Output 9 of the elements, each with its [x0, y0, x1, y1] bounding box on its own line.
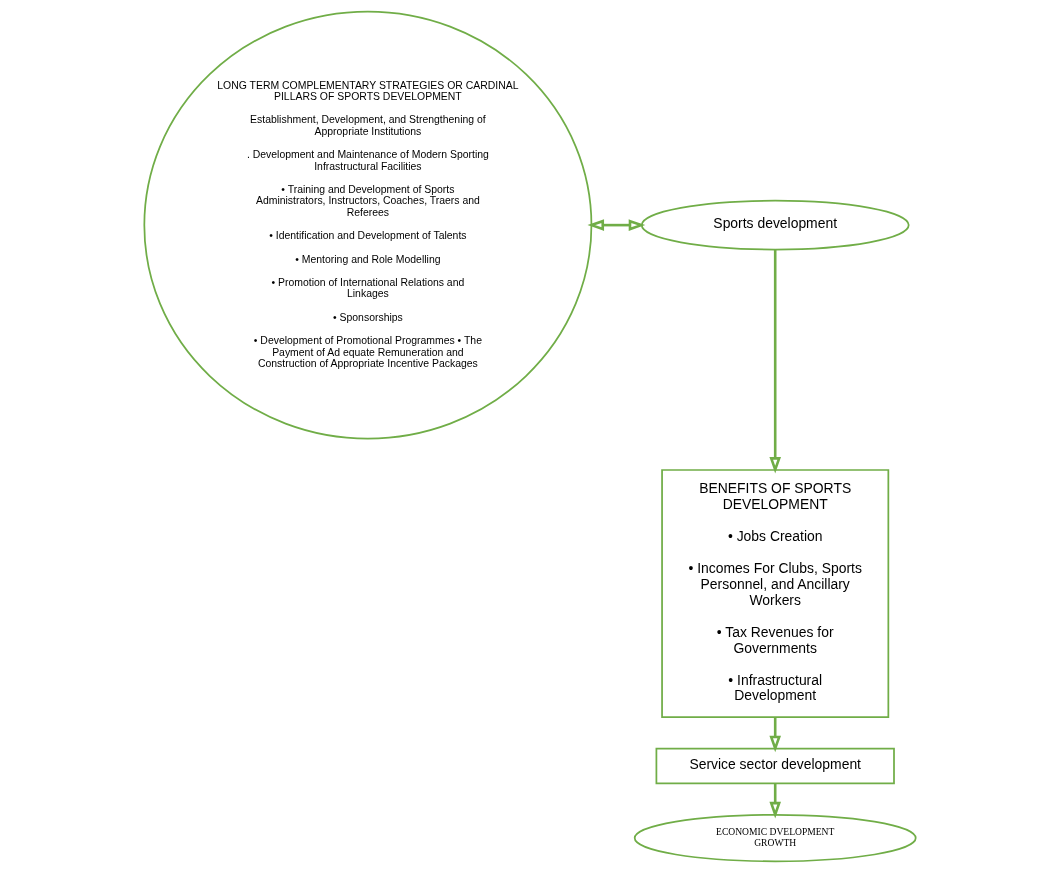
arrow — [769, 717, 781, 753]
node-box: BENEFITS OF SPORTS DEVELOPMENT • Jobs Creation • Incomes For Clubs, Sports Personnel, and Ancillary Workers • Tax Revenues for Governments • Infrastructural Development — [661, 469, 890, 719]
node-box: Service sector development — [655, 747, 895, 785]
node-ellipse: Sports development — [640, 199, 910, 251]
node-ellipse: ECONOMIC DVELOPMENT GROWTH — [633, 813, 917, 863]
arrow — [769, 783, 781, 819]
arrow — [769, 249, 781, 474]
node-circle: LONG TERM COMPLEMENTARY STRATEGIES OR CARDINAL PILLARS OF SPORTS DEVELOPMENT Establishment, Development, and Strengthening of Appropriate Institutions . Development and Maintenance of Modern Sporting Infrastructural Facilities • Training and Development of Sports Administrators, Instructors, Coaches, Traers and Referees • Identification and Development of Talents • Mentoring and Role Modelling • Promotion of International Relations and Linkages • Sponsorships • Development of Promotional Programmes • The Payment of Ad equate Remuneration and Construction of Appropriate Incentive Packages — [143, 10, 593, 440]
arrow — [587, 219, 646, 231]
